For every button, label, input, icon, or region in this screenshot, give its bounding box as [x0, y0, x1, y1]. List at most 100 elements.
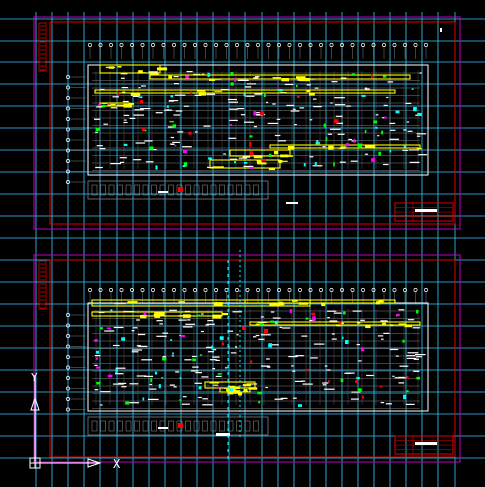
- symbol: [170, 339, 173, 341]
- detail: [266, 101, 269, 104]
- detail: [309, 319, 315, 321]
- symbol: [340, 378, 344, 382]
- symbol: [289, 309, 292, 313]
- detail: [182, 146, 192, 148]
- symbol: [364, 129, 367, 134]
- axis-bubble: [66, 323, 70, 328]
- detail: [201, 376, 209, 378]
- detail: [280, 397, 288, 399]
- axis-bubble: [109, 288, 113, 292]
- detail: [387, 81, 394, 83]
- detail: [138, 345, 148, 347]
- equipment-mark: [178, 423, 183, 428]
- symbol: [382, 75, 387, 78]
- axis-bubble: [66, 96, 70, 100]
- symbol: [406, 390, 409, 393]
- yellow-fill: [298, 302, 308, 305]
- axis-bubble: [88, 288, 92, 292]
- detail: [395, 355, 399, 357]
- axis-bubble: [119, 288, 124, 292]
- yellow-fill: [154, 312, 165, 317]
- axis-bubble: [287, 288, 292, 292]
- detail: [134, 109, 144, 111]
- detail: [133, 114, 144, 116]
- detail: [212, 356, 220, 358]
- axis-bubble: [66, 169, 70, 174]
- symbol: [221, 342, 225, 346]
- detail: [120, 73, 128, 75]
- axis-bubble: [298, 288, 302, 292]
- yellow-fill: [229, 386, 235, 389]
- detail: [351, 391, 361, 393]
- axis-bubble: [66, 148, 70, 153]
- plan-outline: [87, 64, 429, 176]
- symbol: [192, 358, 196, 362]
- detail: [207, 320, 214, 322]
- axis-bubble: [172, 43, 176, 47]
- detail: [110, 163, 121, 165]
- equipment: [210, 184, 217, 196]
- symbol: [311, 312, 315, 316]
- symbol: [417, 112, 422, 117]
- detail: [356, 322, 361, 324]
- detail: [178, 319, 187, 321]
- axis-bubble: [203, 43, 208, 47]
- detail: [206, 93, 216, 95]
- yellow-fill: [127, 301, 138, 304]
- upper-sheet[interactable]: [33, 16, 461, 230]
- detail: [339, 322, 344, 324]
- detail: [94, 364, 98, 366]
- equipment: [134, 420, 140, 432]
- detail: [185, 323, 196, 325]
- detail: [366, 374, 374, 377]
- symbol: [411, 88, 414, 90]
- detail: [385, 403, 392, 405]
- yellow-fill: [214, 90, 223, 92]
- detail: [169, 309, 177, 311]
- detail: [253, 336, 257, 338]
- detail: [261, 334, 271, 336]
- symbol: [243, 93, 246, 97]
- symbol: [362, 395, 364, 399]
- symbol: [264, 92, 266, 97]
- detail: [322, 384, 327, 386]
- symbol: [95, 357, 98, 360]
- detail: [301, 380, 306, 382]
- yellow-fill: [209, 382, 220, 384]
- detail: [418, 154, 428, 156]
- detail: [177, 131, 184, 133]
- equipment: [168, 420, 174, 432]
- detail: [394, 377, 406, 379]
- detail: [112, 96, 119, 98]
- lower-sheet[interactable]: [33, 250, 461, 463]
- detail: [337, 133, 345, 135]
- symbol: [323, 123, 326, 128]
- detail: [235, 346, 238, 348]
- detail: [136, 375, 147, 377]
- axis-bubble: [66, 344, 70, 349]
- yellow-fill: [340, 146, 347, 148]
- symbol: [117, 92, 120, 96]
- plan-outline: [87, 302, 429, 412]
- detail: [335, 115, 343, 117]
- yellow-fill: [288, 145, 295, 150]
- detail: [138, 333, 146, 336]
- yellow-fill: [365, 324, 371, 329]
- detail: [331, 81, 338, 83]
- yellow-fill: [296, 76, 306, 80]
- detail: [295, 355, 304, 357]
- symbol: [179, 399, 182, 401]
- symbol: [230, 72, 234, 76]
- symbol: [305, 368, 310, 371]
- axis-bubble: [403, 288, 407, 292]
- symbol: [142, 397, 145, 401]
- detail: [149, 383, 153, 386]
- equipment: [253, 420, 259, 432]
- detail: [205, 324, 209, 326]
- detail: [408, 149, 420, 151]
- symbol: [373, 120, 378, 124]
- symbol: [345, 143, 350, 146]
- detail: [229, 119, 238, 121]
